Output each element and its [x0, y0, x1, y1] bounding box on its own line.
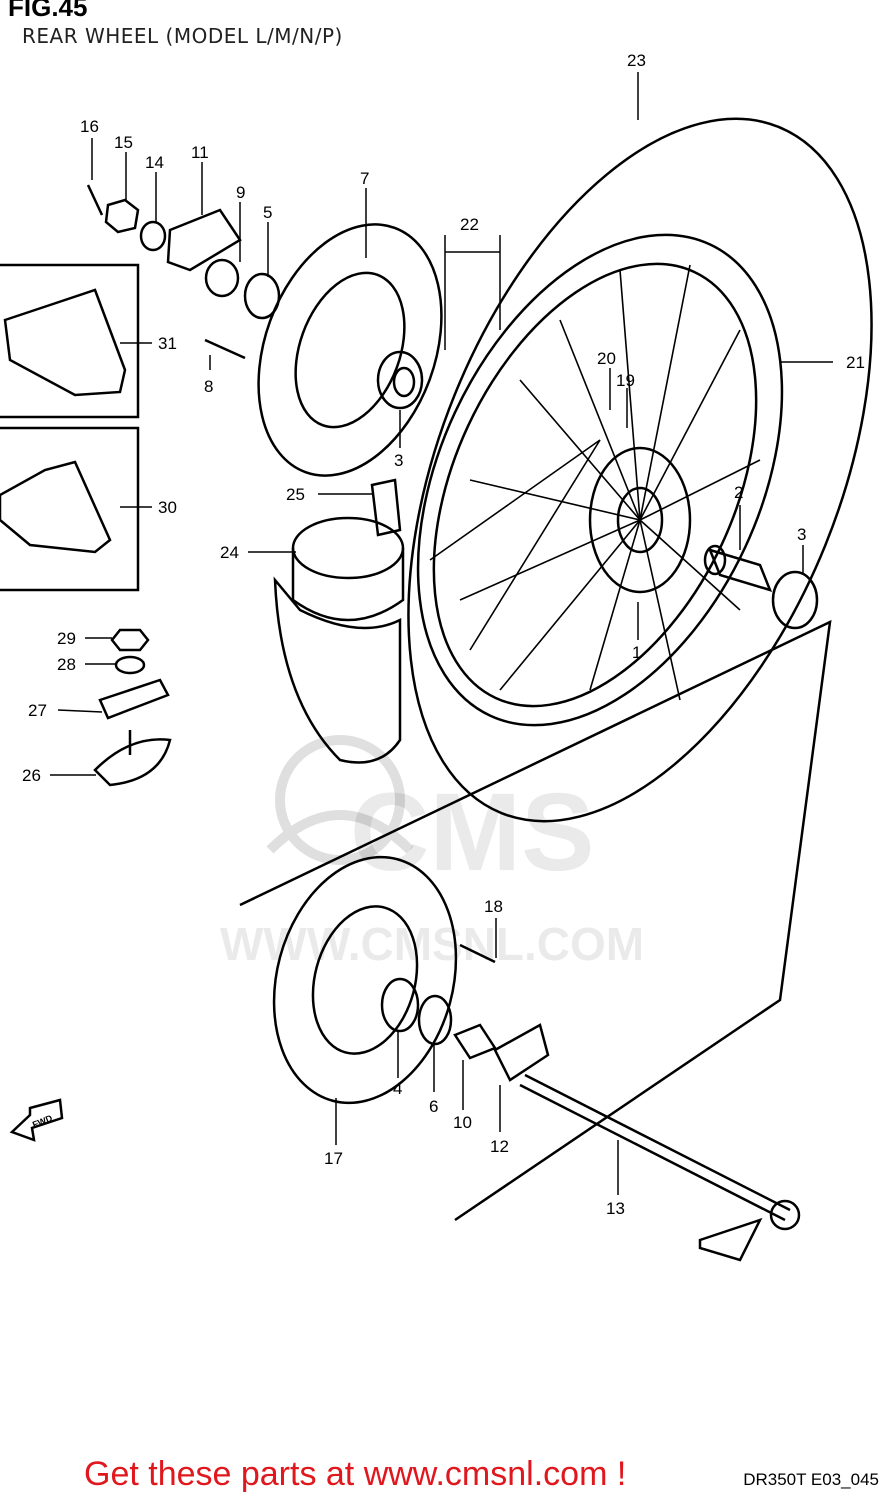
bolt-18	[459, 943, 496, 964]
callout-2: 2	[734, 483, 743, 502]
brake-disc	[257, 223, 443, 477]
callout-23: 23	[627, 51, 646, 70]
callout-9: 9	[236, 183, 245, 202]
rear-sprocket-inner	[311, 905, 419, 1055]
callout-17: 17	[324, 1149, 343, 1168]
callout-8: 8	[204, 377, 213, 396]
reference-code: DR350T E03_045	[743, 1470, 879, 1489]
spokes	[429, 264, 761, 701]
callout-7: 7	[360, 169, 369, 188]
callout-26: 26	[22, 766, 41, 785]
callout-13: 13	[606, 1199, 625, 1218]
callout-25: 25	[286, 485, 305, 504]
bearing-left-inner	[392, 366, 416, 398]
tube-tread	[273, 576, 402, 764]
assembly-plane	[239, 619, 832, 1222]
callout-10: 10	[453, 1113, 472, 1132]
callout-12: 12	[490, 1137, 509, 1156]
callout-28: 28	[57, 655, 76, 674]
callout-24: 24	[220, 543, 239, 562]
nut-29	[110, 628, 150, 652]
fwd-label: FWD	[31, 1113, 54, 1130]
callout-16: 16	[80, 117, 99, 136]
rim-band	[291, 516, 405, 580]
spacer	[707, 548, 773, 592]
rim-outer	[416, 233, 784, 727]
rim-valve	[370, 478, 402, 537]
rim-inner	[432, 262, 758, 708]
callout-3-right: 3	[797, 525, 806, 544]
rear-sprocket	[272, 855, 458, 1105]
hub-center	[616, 486, 664, 554]
spacer-9	[204, 258, 240, 298]
callout-31: 31	[158, 334, 177, 353]
oil-seal-5	[243, 272, 281, 320]
rim-lock-27	[98, 678, 170, 720]
callout-21: 21	[846, 353, 865, 372]
callout-6: 6	[429, 1097, 438, 1116]
callout-18: 18	[484, 897, 503, 916]
figure-subtitle: REAR WHEEL (MODEL L/M/N/P)	[22, 24, 343, 48]
rear-tire	[407, 117, 873, 823]
chain-guard-31	[3, 288, 127, 397]
chain-guard-box-31	[0, 263, 140, 419]
tire-lock-26	[93, 738, 172, 787]
callout-15: 15	[114, 133, 133, 152]
fwd-arrow	[9, 1098, 64, 1142]
cta-link[interactable]: Get these parts at www.cmsnl.com !	[84, 1455, 627, 1493]
callout-22: 22	[460, 215, 479, 234]
bolt-8	[204, 338, 246, 360]
callout-27: 27	[28, 701, 47, 720]
oil-seal-6	[417, 994, 453, 1046]
chain-adjuster-12	[493, 1023, 550, 1082]
spacer-10	[453, 1023, 497, 1060]
callout-11: 11	[191, 143, 209, 162]
chain-adjuster-11	[166, 208, 242, 272]
rear-axle	[524, 1073, 791, 1212]
callout-3-left: 3	[394, 451, 403, 470]
hub	[588, 446, 692, 594]
bearing-4	[380, 977, 420, 1033]
callout-30: 30	[158, 498, 177, 517]
washer-14	[139, 220, 167, 252]
bearing-left	[376, 350, 424, 410]
callout-20: 20	[597, 349, 616, 368]
callout-5: 5	[263, 203, 272, 222]
callout-1: 1	[632, 643, 641, 662]
brake-disc-inner	[294, 271, 406, 429]
cotter-pin-16	[86, 184, 104, 216]
washer-28	[114, 655, 146, 675]
nut-15	[104, 198, 140, 234]
chain-guard-box-30	[0, 426, 140, 592]
callout-29: 29	[57, 629, 76, 648]
callout-19: 19	[616, 371, 635, 390]
figure-title: FIG.45	[8, 0, 88, 22]
bearing-right	[771, 570, 819, 630]
chain-guard-30	[0, 460, 112, 554]
callout-4: 4	[393, 1079, 402, 1098]
callout-14: 14	[145, 153, 164, 172]
